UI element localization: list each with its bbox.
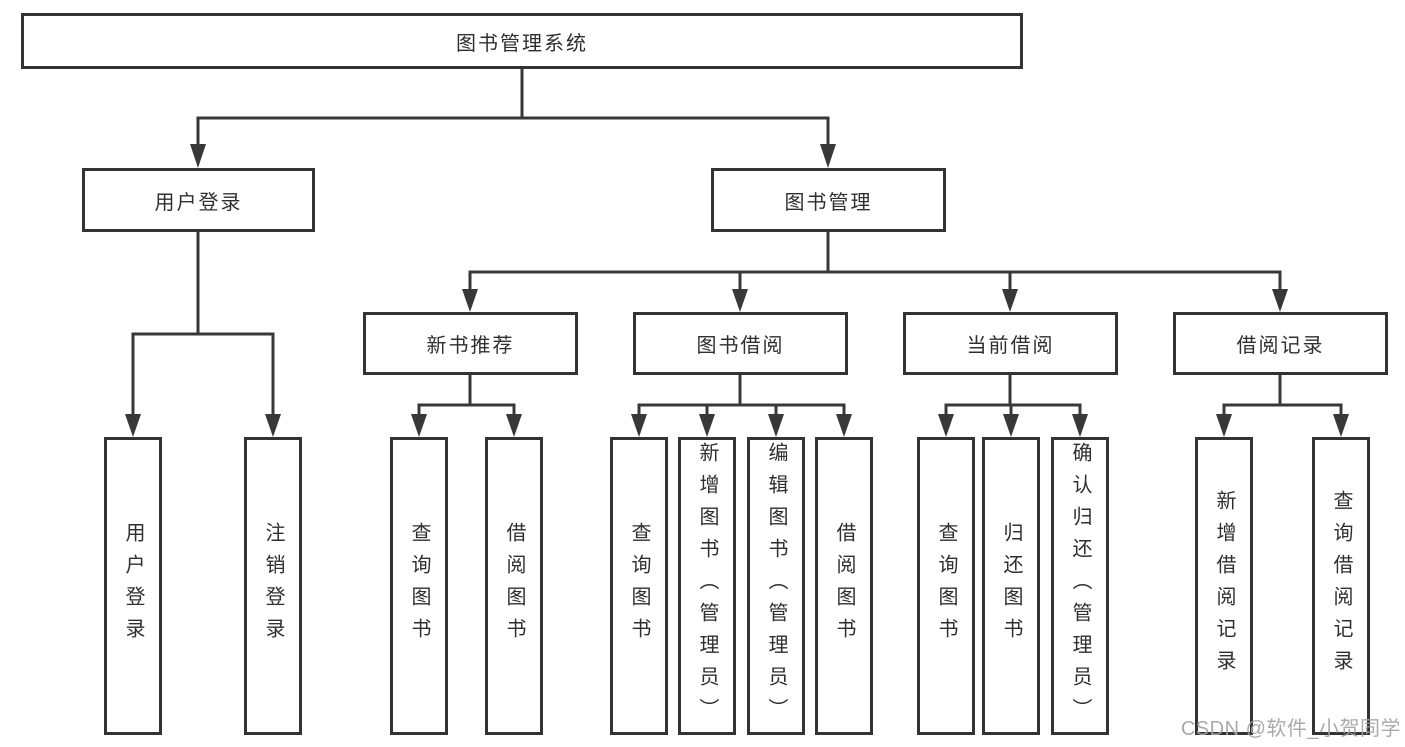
leaf-return-books: 归还图书 <box>982 437 1040 735</box>
node-book-borrow-label: 图书借阅 <box>696 335 785 357</box>
leaf-edit-book-admin: 编辑图书（管理员） <box>747 437 805 735</box>
connector-borrow-records-to-leaves <box>1216 375 1349 437</box>
node-new-book-recommend: 新书推荐 <box>363 312 578 375</box>
leaf-add-borrow-record: 新增借阅记录 <box>1195 437 1253 735</box>
leaf-user-login: 用户登录 <box>104 437 162 735</box>
connector-book-management-to-level3 <box>462 232 1288 312</box>
node-borrow-records-label: 借阅记录 <box>1236 335 1325 357</box>
connector-root-to-level2 <box>190 69 836 168</box>
node-book-borrow: 图书借阅 <box>633 312 848 375</box>
node-library-system: 图书管理系统 <box>21 13 1023 69</box>
node-book-management: 图书管理 <box>711 168 946 232</box>
node-book-management-label: 图书管理 <box>784 191 873 214</box>
connector-current-borrow-to-leaves <box>938 375 1088 437</box>
leaf-query-books: 查询图书 <box>917 437 975 735</box>
leaf-borrow-books: 借阅图书 <box>485 437 543 735</box>
node-current-borrow-label: 当前借阅 <box>966 335 1055 357</box>
node-current-borrow: 当前借阅 <box>903 312 1118 375</box>
node-new-book-recommend-label: 新书推荐 <box>426 335 515 357</box>
node-user-login: 用户登录 <box>82 168 315 232</box>
node-user-login-label: 用户登录 <box>154 191 243 214</box>
leaf-query-books: 查询图书 <box>610 437 668 735</box>
leaf-borrow-books: 借阅图书 <box>815 437 873 735</box>
connector-user-login-to-leaves <box>125 232 281 437</box>
connector-new-book-recommend-to-leaves <box>411 375 522 437</box>
leaf-query-borrow-record: 查询借阅记录 <box>1312 437 1370 735</box>
connector-book-borrow-to-leaves <box>631 375 852 437</box>
leaf-confirm-return-admin: 确认归还（管理员） <box>1051 437 1109 735</box>
leaf-add-book-admin: 新增图书（管理员） <box>678 437 736 735</box>
node-library-system-label: 图书管理系统 <box>456 32 588 55</box>
leaf-logout: 注销登录 <box>244 437 302 735</box>
watermark: CSDN @软件_小贺同学 <box>1180 718 1401 740</box>
node-borrow-records: 借阅记录 <box>1173 312 1388 375</box>
leaf-query-books: 查询图书 <box>390 437 448 735</box>
